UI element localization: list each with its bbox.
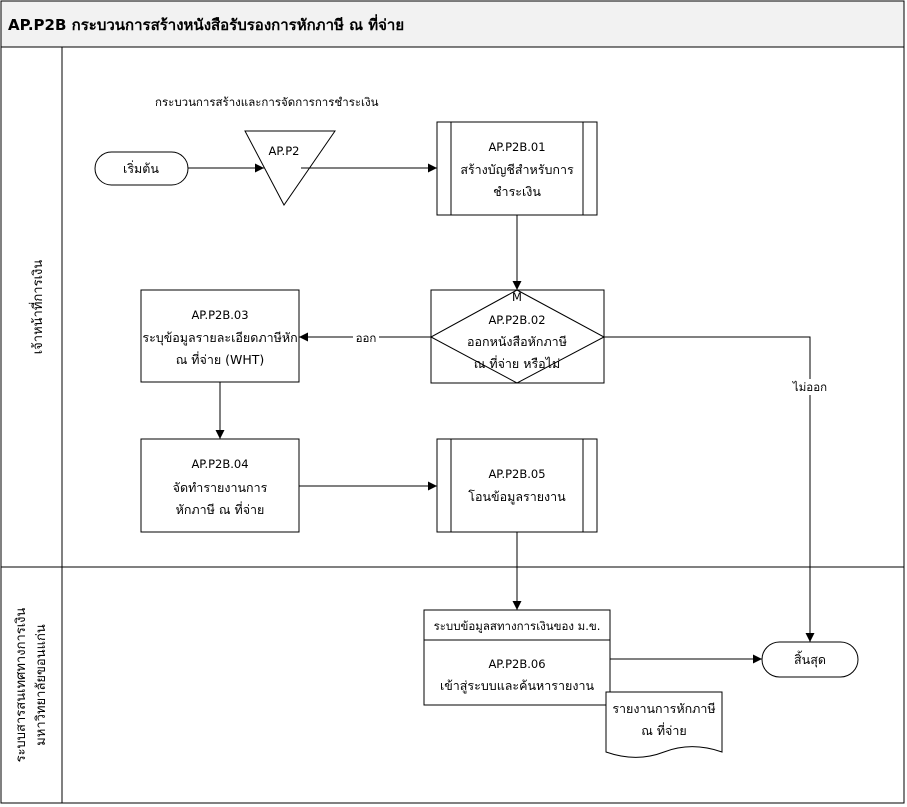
step-01-line2: ชำระเงิน [493,184,541,199]
step-05-code: AP.P2B.05 [488,467,545,481]
edge-yes-label-bg [353,329,379,345]
diagram-title: AP.P2B กระบวนการสร้างหนังสือรับรองการหัก… [8,14,404,34]
step-02-code: AP.P2B.02 [488,313,545,327]
offpage-label: AP.P2 [269,144,300,158]
report-document [605,691,723,758]
step-06-box [423,609,611,706]
lane-label-finance-officer: เจ้าหน้าที่การเงิน [29,260,46,355]
step-01-box [436,121,598,216]
edge-yes-label: ออก [356,331,377,345]
step-02-marker: M [512,290,522,304]
step-01-line1: สร้างบัญชีสำหรับการ [460,162,574,177]
step-06-line1: เข้าสู่ระบบและค้นหารายงาน [440,678,595,694]
lane-label-finance-system: ระบบสารสนเทศทางการเงิน [14,607,29,762]
step-02-line2: ณ ที่จ่าย หรือไม่ [474,355,560,371]
edge-step02-to-end [604,336,815,642]
step-03-line2: ณ ที่จ่าย (WHT) [176,351,265,367]
step-05-line1: โอนข้อมูลรายงาน [468,489,566,505]
step-06-code: AP.P2B.06 [488,657,545,671]
step-01-code: AP.P2B.01 [488,140,545,154]
edge-no-label: ไม่ออก [792,380,827,394]
title-bar [0,0,905,48]
start-label: เริ่มต้น [123,160,159,176]
report-document-line2: ณ ที่จ่าย [641,722,686,738]
step-02-decision [429,289,606,384]
step-04-line1: จัดทำรายงานการ [173,480,268,495]
process-annotation: กระบวนการสร้างและการจัดการการชำระเงิน [155,95,379,109]
step-04-line2: หักภาษี ณ ที่จ่าย [176,501,265,517]
step-05-box [436,438,598,533]
edge-no-label-bg [791,379,829,395]
step-04-code: AP.P2B.04 [191,457,248,471]
step-04-box [140,438,300,533]
report-document-line1: รายงานการหักภาษี [612,701,715,716]
step-03-code: AP.P2B.03 [191,308,248,322]
step-02-line1: ออกหนังสือหักภาษี [467,334,567,349]
step-03-line1: ระบุข้อมูลรายละเอียดภาษีหัก [142,330,297,346]
end-label: สิ้นสุด [794,650,826,668]
lane-label-university: มหาวิทยาลัยขอนแก่น [34,624,49,746]
step-06-header: ระบบข้อมูลสทางการเงินของ ม.ข. [434,619,601,633]
